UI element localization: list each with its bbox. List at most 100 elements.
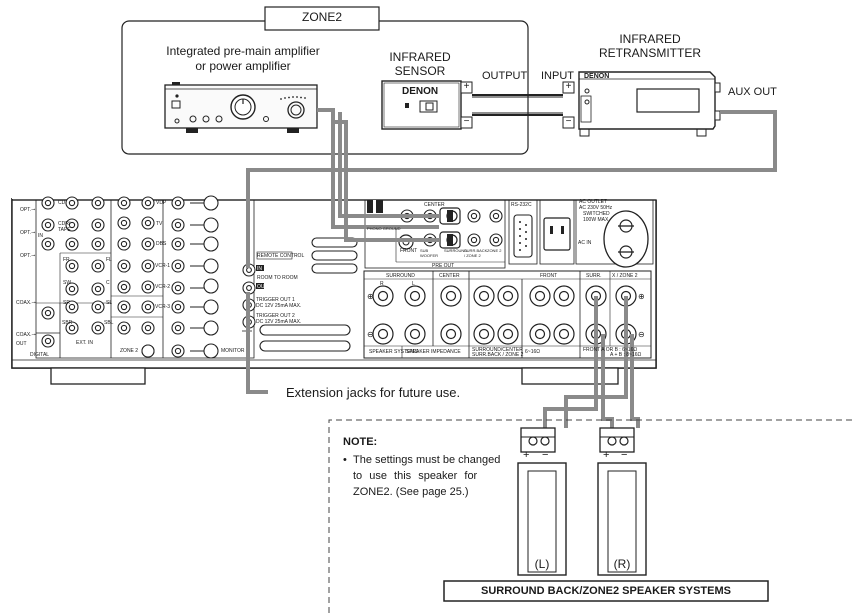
sbr-label: SBR <box>62 320 73 326</box>
speaker-systems-caption: SURROUND BACK/ZONE2 SPEAKER SYSTEMS <box>481 585 731 597</box>
note-line1: The settings must be changed <box>353 454 501 466</box>
sensor-minus: − <box>463 116 470 127</box>
sensor-retransmitter-cable <box>472 94 563 116</box>
speaker-right-plus: + <box>603 449 610 461</box>
zone2-out-label: ZONE 2 <box>120 348 139 354</box>
ac-outlet-line3: SWITCHED <box>583 211 610 217</box>
zone2-label: ZONE2 <box>301 10 342 24</box>
speaker-left-minus: − <box>542 449 549 461</box>
pre-out-label: PRE OUT <box>432 263 455 269</box>
sl-label: SL <box>106 300 113 306</box>
infrared-sensor-unit <box>381 80 473 130</box>
ac-in-label: AC IN <box>578 240 592 246</box>
speaker-left-label: (L) <box>534 557 550 571</box>
ac-outlet-line4: 100W MAX. <box>583 217 610 223</box>
digital-label: DIGITAL <box>30 352 50 358</box>
ac-outlet-line1: AC OUTLET <box>579 199 608 205</box>
opt-label-3: OPT.⊸ <box>20 253 36 259</box>
amplifier-unit <box>164 82 318 133</box>
speaker-systems-label: SPEAKER SYSTEMS <box>369 349 418 355</box>
imp-front-line1: FRONT A OR B : 6~16Ω <box>583 347 638 353</box>
sub-woofer-label: SUB WOOFER <box>420 248 438 258</box>
imp-front-line2: A + B : 8~16Ω <box>610 352 642 358</box>
room-to-room-label: ROOM TO ROOM <box>257 275 298 281</box>
speaker-right <box>597 427 647 576</box>
extension-jacks-note: Extension jacks for future use. <box>286 385 461 400</box>
speaker-right-minus: − <box>621 449 628 461</box>
svg-text:⊖: ⊖ <box>367 330 374 339</box>
speaker-terminals <box>372 285 637 345</box>
monitor-label: MONITOR <box>221 348 245 354</box>
svg-text:⊕: ⊕ <box>367 292 374 301</box>
sr-label: SR <box>63 300 70 306</box>
retransmitter-plus: + <box>565 81 572 92</box>
sw-label: SW <box>63 280 72 286</box>
opt-label-2: OPT.⊸ <box>20 230 36 236</box>
caption-box <box>443 580 769 602</box>
amplifier-label-line2: or power amplifier <box>195 59 291 73</box>
retransmitter-minus: − <box>565 116 572 127</box>
zone2-label-box <box>264 6 380 31</box>
in-label: IN <box>38 233 43 239</box>
fr-label: FR <box>63 257 70 263</box>
ext-in-label: EXT. IN <box>76 340 93 346</box>
trigger-out-2-line1: TRIGGER OUT 2 <box>256 313 295 319</box>
sp-front-label: FRONT <box>540 273 558 279</box>
rca-jack-grid <box>41 196 185 358</box>
speaker-left <box>517 427 567 576</box>
dbs-label: DBS <box>156 241 167 247</box>
phono-ground-label: PHONO GROUND <box>367 226 401 231</box>
note-line2: to use this speaker for <box>353 470 478 482</box>
svg-text:⊕: ⊕ <box>638 292 645 301</box>
sensor-label-line1: INFRARED <box>389 50 451 64</box>
ac-outlet-line2: AC 230V 50Hz <box>579 205 613 211</box>
imp-surround-line2: SURR.BACK / ZONE 2 <box>472 352 524 358</box>
retransmitter-input-label: INPUT <box>541 70 574 82</box>
retransmitter-label-line2: RETRANSMITTER <box>599 46 701 60</box>
retransmitter-label-line1: INFRARED <box>619 32 681 46</box>
tv-label: TV <box>156 221 163 227</box>
remote-control-label: REMOTE CONTROL <box>257 253 305 259</box>
sp-surr-label: SURR. <box>586 273 602 279</box>
sensor-output-label: OUTPUT <box>482 70 528 82</box>
retransmitter-brand: DENON <box>584 73 610 80</box>
rs232c-label: RS-232C <box>511 202 532 208</box>
sp-r-label: R <box>380 281 384 287</box>
pre-out-center-label: CENTER <box>424 202 445 208</box>
sensor-brand: DENON <box>402 86 439 97</box>
vcr3-label: VCR-3 <box>155 304 171 310</box>
speaker-area-dashed-frame <box>328 419 854 613</box>
infrared-retransmitter-unit <box>562 71 721 137</box>
speaker-left-plus: + <box>523 449 530 461</box>
note-bullet: • <box>343 454 347 466</box>
trigger-out-1-line1: TRIGGER OUT 1 <box>256 297 295 303</box>
pre-out-surround-label: SURROUND <box>444 248 468 253</box>
speaker-right-label: (R) <box>613 557 631 571</box>
imp-range-label: 6~16Ω <box>525 349 540 355</box>
coax-label-1: COAX.⊸ <box>16 300 36 306</box>
pre-out-front-label: FRONT <box>400 248 418 254</box>
sensor-plus: + <box>463 81 470 92</box>
coax-label-2: COAX.⊸ <box>16 332 36 338</box>
sp-surround-label: SURROUND <box>386 273 415 279</box>
pre-out-zone2-label: ZONE 2 <box>487 248 502 253</box>
imp-surround-line1: SURROUND/CENTER <box>472 347 523 353</box>
note-title: NOTE: <box>343 436 378 448</box>
sp-center-label: CENTER <box>439 273 460 279</box>
vcr2-label: VCR-2 <box>155 284 171 290</box>
vdp-label: VDP <box>156 200 167 206</box>
s-video-jack-column <box>203 195 219 359</box>
speaker-impedance-label: SPEAKER IMPEDANCE <box>406 349 461 355</box>
remote-out-label: OUT <box>257 284 268 290</box>
gray-cables <box>246 108 777 428</box>
fl-label: FL <box>106 257 112 263</box>
sensor-label-line2: SENSOR <box>394 64 446 78</box>
vcr1-label: VCR-1 <box>155 263 171 269</box>
opt-label-1: OPT.⊸ <box>20 207 36 213</box>
cdr-tape-label: CDR/ TAPE <box>58 221 71 233</box>
note-line3: ZONE2. (See page 25.) <box>353 486 469 498</box>
c-label: C <box>106 280 110 286</box>
out-label: OUT <box>16 341 27 347</box>
